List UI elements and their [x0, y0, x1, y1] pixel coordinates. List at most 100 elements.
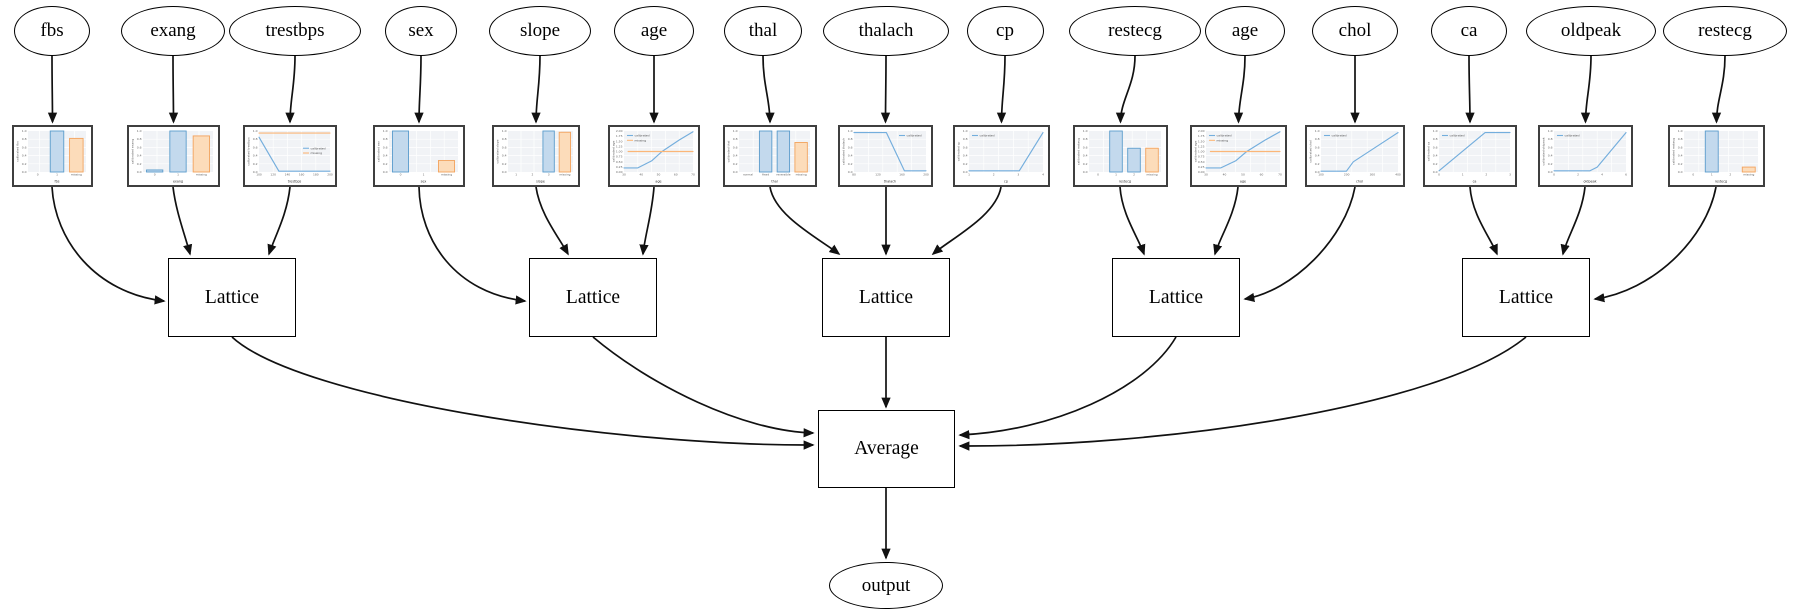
svg-text:0.2: 0.2 [1433, 162, 1438, 166]
svg-text:1.0: 1.0 [963, 129, 968, 133]
svg-text:200: 200 [923, 172, 929, 176]
feature-label: sex [408, 20, 434, 41]
svg-text:0.50: 0.50 [616, 160, 623, 164]
svg-text:0: 0 [1692, 172, 1694, 176]
svg-text:calibrated: calibrated [1565, 134, 1580, 138]
feature-label: restecg [1108, 20, 1162, 41]
svg-text:0.0: 0.0 [502, 170, 507, 174]
svg-text:thalach: thalach [884, 180, 896, 184]
svg-text:1.25: 1.25 [1198, 144, 1205, 148]
svg-text:0.2: 0.2 [1083, 162, 1088, 166]
output-label: output [861, 574, 911, 596]
svg-text:0.4: 0.4 [1548, 154, 1553, 158]
svg-text:1.0: 1.0 [1083, 129, 1088, 133]
svg-text:50: 50 [1241, 172, 1245, 176]
lattice-node-3: Lattice [822, 258, 950, 337]
svg-text:1.75: 1.75 [1198, 134, 1205, 138]
svg-text:70: 70 [691, 172, 695, 176]
svg-text:0.00: 0.00 [1198, 170, 1205, 174]
feature-node-restecg: restecg [1663, 6, 1787, 56]
svg-text:age: age [1240, 180, 1246, 184]
svg-text:0: 0 [1553, 172, 1555, 176]
svg-text:0.4: 0.4 [963, 154, 968, 158]
svg-text:0.50: 0.50 [1198, 160, 1205, 164]
svg-text:0.2: 0.2 [963, 162, 968, 166]
svg-text:1.0: 1.0 [1433, 129, 1438, 133]
svg-text:chol: chol [1356, 180, 1363, 184]
feature-node-fbs: fbs [14, 6, 90, 56]
svg-text:1.0: 1.0 [253, 129, 258, 133]
feature-label: fbs [40, 20, 64, 41]
svg-text:sex: sex [421, 180, 427, 184]
svg-text:calibrated cp: calibrated cp [957, 142, 961, 162]
svg-text:1.0: 1.0 [1548, 129, 1553, 133]
feature-node-age: age [614, 6, 694, 56]
feature-node-ca: ca [1431, 6, 1507, 56]
svg-text:1: 1 [423, 172, 425, 176]
svg-text:missing: missing [559, 172, 570, 176]
svg-text:0: 0 [154, 172, 156, 176]
lattice-label: Lattice [1498, 286, 1554, 308]
svg-text:0.8: 0.8 [733, 137, 738, 141]
svg-text:300: 300 [1370, 172, 1376, 176]
svg-text:0.75: 0.75 [1198, 155, 1205, 159]
svg-text:slope: slope [536, 180, 545, 184]
lattice-label: Lattice [204, 286, 260, 308]
svg-text:2: 2 [1485, 172, 1487, 176]
svg-text:200: 200 [327, 172, 333, 176]
svg-text:4: 4 [1601, 172, 1603, 176]
feature-node-age: age [1205, 6, 1285, 56]
svg-text:0.75: 0.75 [616, 155, 623, 159]
feature-node-thalach: thalach [823, 6, 949, 56]
svg-text:calibrated: calibrated [907, 134, 922, 138]
svg-text:3: 3 [548, 172, 550, 176]
svg-text:0.6: 0.6 [137, 145, 142, 149]
svg-text:trestbps: trestbps [288, 180, 302, 184]
svg-text:0.0: 0.0 [1548, 170, 1553, 174]
svg-text:thal: thal [771, 180, 777, 184]
svg-text:0.25: 0.25 [616, 165, 623, 169]
svg-text:0.0: 0.0 [733, 170, 738, 174]
svg-text:0.8: 0.8 [1083, 137, 1088, 141]
feature-label: restecg [1698, 20, 1752, 41]
svg-text:0.0: 0.0 [1433, 170, 1438, 174]
svg-text:0.0: 0.0 [1315, 170, 1320, 174]
svg-text:calibrated: calibrated [311, 146, 326, 150]
average-node: Average [818, 410, 955, 488]
svg-text:50: 50 [657, 172, 661, 176]
svg-text:1: 1 [56, 172, 58, 176]
svg-text:0.6: 0.6 [1678, 145, 1683, 149]
svg-text:6: 6 [1625, 172, 1627, 176]
svg-text:1: 1 [177, 172, 179, 176]
svg-text:0.8: 0.8 [848, 137, 853, 141]
svg-text:0.25: 0.25 [1198, 165, 1205, 169]
svg-text:2: 2 [531, 172, 533, 176]
svg-text:120: 120 [270, 172, 276, 176]
svg-text:normal: normal [743, 172, 753, 176]
svg-text:0.8: 0.8 [1433, 137, 1438, 141]
svg-text:calibrated fbs: calibrated fbs [16, 141, 20, 162]
svg-text:0.8: 0.8 [383, 137, 388, 141]
lattice-node-5: Lattice [1462, 258, 1590, 337]
svg-text:missing: missing [441, 172, 452, 176]
svg-text:70: 70 [1278, 172, 1282, 176]
svg-text:oldpeak: oldpeak [1583, 180, 1596, 184]
feature-label: age [1231, 20, 1259, 41]
svg-text:2: 2 [1133, 172, 1135, 176]
svg-text:0.8: 0.8 [1548, 137, 1553, 141]
svg-text:0.2: 0.2 [137, 162, 142, 166]
svg-text:0.6: 0.6 [1083, 145, 1088, 149]
svg-text:missing: missing [796, 172, 807, 176]
svg-text:0.6: 0.6 [848, 145, 853, 149]
feature-label: ca [1460, 20, 1478, 41]
svg-text:0.4: 0.4 [1433, 154, 1438, 158]
svg-text:0.6: 0.6 [1548, 145, 1553, 149]
svg-text:0.6: 0.6 [1433, 145, 1438, 149]
svg-text:0.4: 0.4 [502, 154, 507, 158]
